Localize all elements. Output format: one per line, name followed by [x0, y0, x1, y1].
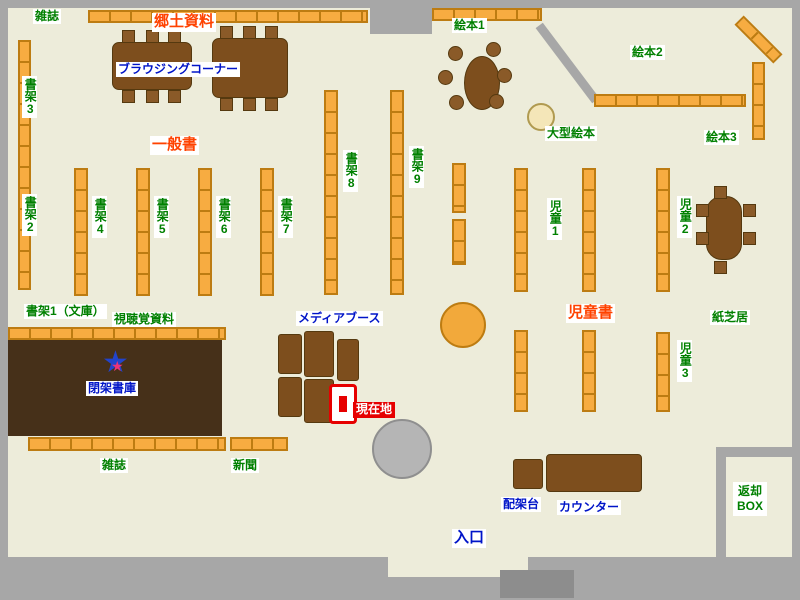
chair — [265, 26, 278, 39]
chair — [714, 261, 727, 274]
label-magazines-top: 雑誌 — [33, 9, 62, 24]
label-children-books: 児童書 — [566, 304, 616, 323]
label-shelf-5: 書架5 — [154, 196, 170, 238]
shelf-center-upper — [452, 163, 466, 213]
label-picture-books-3: 絵本3 — [704, 130, 739, 145]
pillar — [372, 419, 432, 479]
chair — [265, 98, 278, 111]
label-children-1: 児童1 — [547, 198, 563, 240]
label-shelf-2: 書架2 — [22, 194, 38, 236]
chair — [122, 30, 135, 43]
shelf-5 — [136, 168, 150, 296]
chair — [146, 30, 159, 43]
shelf-8 — [324, 90, 338, 295]
chair — [489, 94, 504, 109]
media-booth-desk — [278, 334, 302, 374]
entrance-opening — [388, 557, 528, 577]
browsing-table-2 — [212, 38, 288, 98]
label-picture-books-2: 絵本2 — [630, 45, 665, 60]
label-magazines-bottom: 雑誌 — [100, 458, 129, 473]
label-shelf-7: 書架7 — [278, 196, 294, 238]
shelf-top-left — [88, 10, 368, 23]
shelf-right-edge — [752, 62, 765, 140]
chair — [743, 204, 756, 217]
children-table — [706, 196, 742, 260]
label-children-2: 児童2 — [677, 196, 693, 238]
children-shelf-lower-b — [582, 330, 596, 412]
label-current-location: 現在地 — [353, 402, 396, 418]
shelf-center-lower — [452, 219, 466, 265]
label-shelf-8: 書架8 — [343, 150, 359, 192]
chair — [243, 26, 256, 39]
shelf-magazines-bottom — [28, 437, 226, 451]
children-shelf-2 — [656, 168, 670, 292]
label-shelf-4: 書架4 — [92, 196, 108, 238]
chair — [122, 90, 135, 103]
label-shelf-6: 書架6 — [216, 196, 232, 238]
label-media-booth: メディアブース — [296, 311, 383, 326]
label-browsing-corner: ブラウジングコーナー — [116, 62, 241, 77]
chair — [696, 232, 709, 245]
label-sorting-stand: 配架台 — [501, 497, 542, 512]
chair — [243, 98, 256, 111]
shelf-4 — [74, 168, 88, 296]
current-location-dot — [339, 396, 347, 412]
star-marker-icon: ★ — [102, 346, 129, 379]
children-shelf-lower-a — [514, 330, 528, 412]
chair — [743, 232, 756, 245]
entrance-mat — [500, 570, 574, 598]
chair — [146, 90, 159, 103]
label-audio-visual: 視聴覚資料 — [112, 312, 177, 327]
chair — [220, 26, 233, 39]
round-table — [440, 302, 486, 348]
shelf-top-right — [594, 94, 746, 107]
children-shelf-1b — [582, 168, 596, 292]
chair — [168, 30, 181, 43]
chair — [220, 98, 233, 111]
label-entrance: 入口 — [452, 529, 487, 548]
media-booth-desk — [337, 339, 359, 381]
label-counter: カウンター — [557, 500, 622, 515]
chair — [449, 95, 464, 110]
media-booth-desk — [278, 377, 302, 417]
label-general-books: 一般書 — [150, 136, 200, 155]
shelf-newspapers — [230, 437, 288, 451]
label-large-picture-books: 大型絵本 — [545, 126, 598, 141]
counter-desk — [546, 454, 642, 492]
shelf-top-mid — [432, 8, 542, 21]
label-shelf-1-bunko: 書架1（文庫） — [24, 304, 107, 319]
label-shelf-9: 書架9 — [409, 146, 425, 188]
label-kamishibai: 紙芝居 — [710, 310, 751, 325]
shelf-6 — [198, 168, 212, 296]
wall-stub-top — [370, 8, 432, 34]
shelf-7 — [260, 168, 274, 296]
chair — [448, 46, 463, 61]
shelf-1-bunko-av — [8, 327, 226, 340]
children-shelf-3 — [656, 332, 670, 412]
label-shelf-3: 書架3 — [22, 76, 38, 118]
label-newspapers: 新聞 — [231, 458, 260, 473]
chair — [486, 42, 501, 57]
star-marker-inner-icon: ★ — [111, 358, 124, 374]
chair — [714, 186, 727, 199]
media-booth-desk — [304, 331, 334, 377]
wall-returnbox-top — [716, 447, 800, 457]
label-children-3: 児童3 — [677, 340, 693, 382]
shelf-9 — [390, 90, 404, 295]
wall-returnbox-side — [716, 452, 726, 557]
label-picture-books-1: 絵本1 — [452, 18, 487, 33]
label-closed-stacks: 閉架書庫 — [86, 381, 139, 396]
children-shelf-1a — [514, 168, 528, 292]
sorting-stand — [513, 459, 543, 489]
label-return-box: 返却 BOX — [733, 482, 768, 516]
label-local-history: 郷土資料 — [152, 13, 217, 32]
chair — [696, 204, 709, 217]
chair — [168, 90, 181, 103]
chair — [438, 70, 453, 85]
chair — [497, 68, 512, 83]
